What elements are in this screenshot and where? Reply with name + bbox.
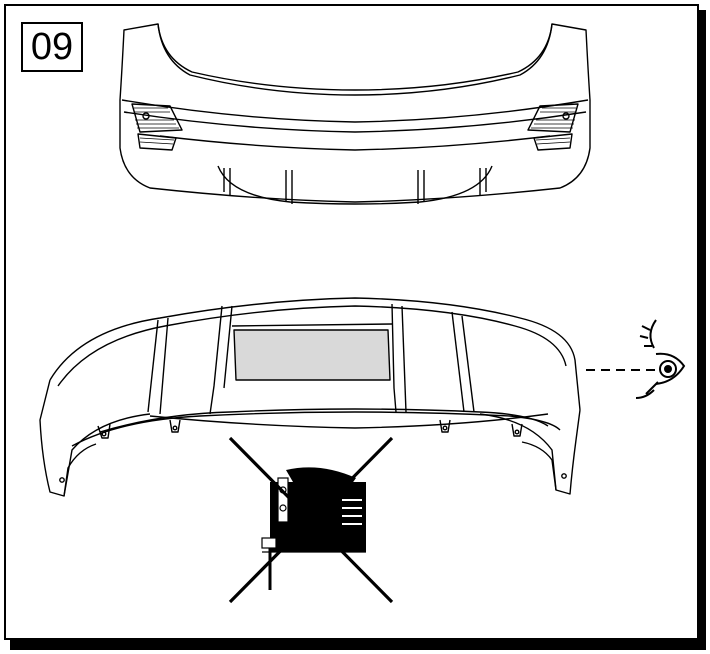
frame-shadow-bottom	[10, 640, 706, 650]
diffuser-panel	[39, 297, 581, 497]
view-direction-indicator	[586, 319, 686, 399]
instruction-frame	[4, 4, 699, 640]
prohibited-tool-symbol	[228, 436, 394, 604]
eye-icon	[635, 319, 686, 399]
step-number: 09	[30, 25, 74, 68]
rear-bumper-assembly	[119, 23, 591, 205]
step-number-badge: 09	[21, 22, 83, 72]
frame-shadow-right	[699, 10, 706, 650]
cross-out-icon	[228, 436, 394, 604]
